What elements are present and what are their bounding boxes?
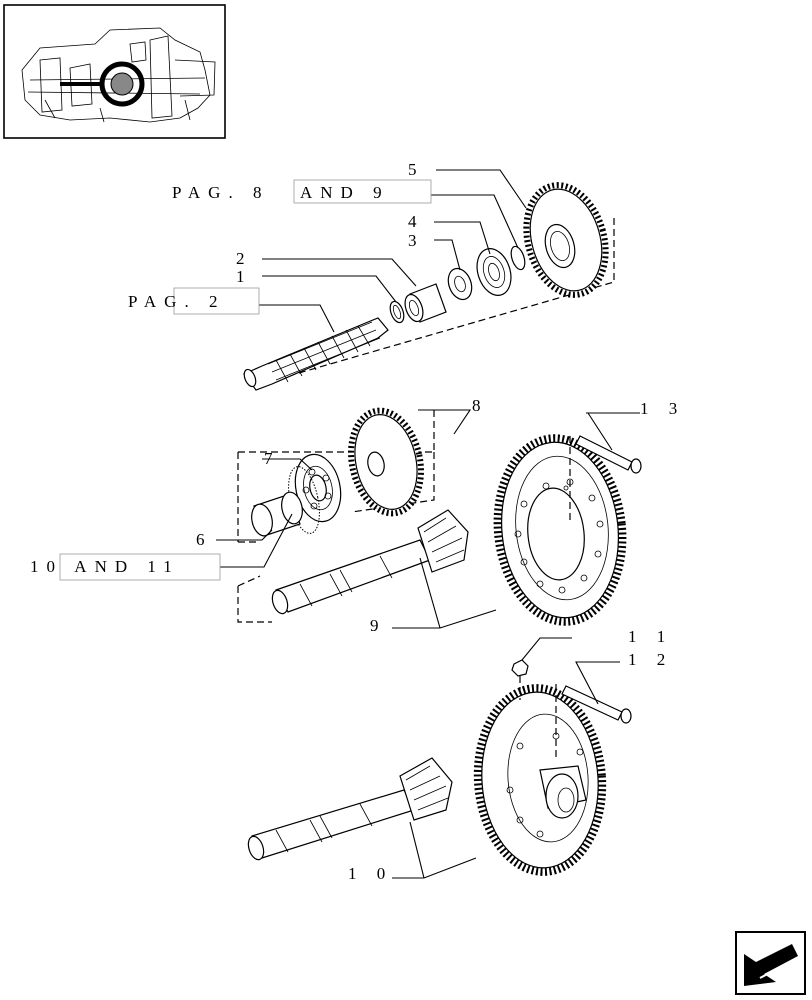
ref-10-and-11: 10 AND 11 bbox=[30, 557, 180, 576]
part-5-shim bbox=[510, 245, 526, 271]
pinion-assembly-outline bbox=[237, 575, 272, 623]
bottom-pinion-shaft bbox=[247, 757, 453, 861]
ref-box-10-and-11 bbox=[59, 553, 221, 581]
part-1-snap-ring bbox=[389, 300, 405, 324]
crown-wheel bbox=[493, 434, 627, 626]
part-4-bearing-cup bbox=[476, 248, 512, 296]
callout-3: 3 bbox=[408, 231, 425, 250]
ref-box-pag2 bbox=[173, 287, 260, 315]
callout-10: 1 0 bbox=[348, 864, 393, 883]
bottom-crown-wheel bbox=[473, 684, 607, 876]
ref-pag-8: PAG. 8 bbox=[172, 183, 269, 202]
callout-13: 1 3 bbox=[640, 399, 685, 418]
ref-box-and9 bbox=[293, 179, 432, 204]
bottom-leader-lines bbox=[392, 637, 620, 879]
part-7-bearing bbox=[294, 453, 342, 523]
next-page-arrow-icon[interactable] bbox=[735, 931, 806, 995]
driven-gear-pag8 bbox=[523, 182, 609, 298]
callout-5: 5 bbox=[408, 160, 425, 179]
middle-leader-lines bbox=[216, 409, 472, 568]
splined-shaft-pag2 bbox=[243, 317, 389, 391]
callout-11: 1 1 bbox=[628, 627, 673, 646]
part-2-bush bbox=[404, 283, 447, 323]
callout-7: 7 bbox=[264, 449, 281, 468]
upper-assembly-outline bbox=[253, 218, 615, 387]
callout-12: 1 2 bbox=[628, 650, 673, 669]
tractor-transmission-locator-icon bbox=[21, 27, 216, 123]
part-13-bolt bbox=[569, 435, 642, 520]
part-12-bolt bbox=[555, 684, 632, 760]
ref-and-9: AND 9 bbox=[300, 183, 390, 202]
part-8-gear bbox=[348, 407, 424, 517]
part-3-bearing-cone bbox=[447, 267, 473, 301]
part-6-bush bbox=[251, 491, 303, 537]
callout-9: 9 bbox=[370, 616, 387, 635]
lower-middle-leader-lines bbox=[392, 412, 640, 629]
callout-8: 8 bbox=[472, 396, 489, 415]
callout-4: 4 bbox=[408, 212, 425, 231]
callout-1: 1 bbox=[236, 267, 253, 286]
callout-2: 2 bbox=[236, 249, 253, 268]
middle-assembly-outline bbox=[237, 410, 435, 543]
upper-leader-lines bbox=[258, 169, 527, 333]
pinion-shaft bbox=[271, 509, 469, 615]
ref-pag-2: PAG. 2 bbox=[128, 292, 225, 311]
callout-6: 6 bbox=[196, 530, 213, 549]
